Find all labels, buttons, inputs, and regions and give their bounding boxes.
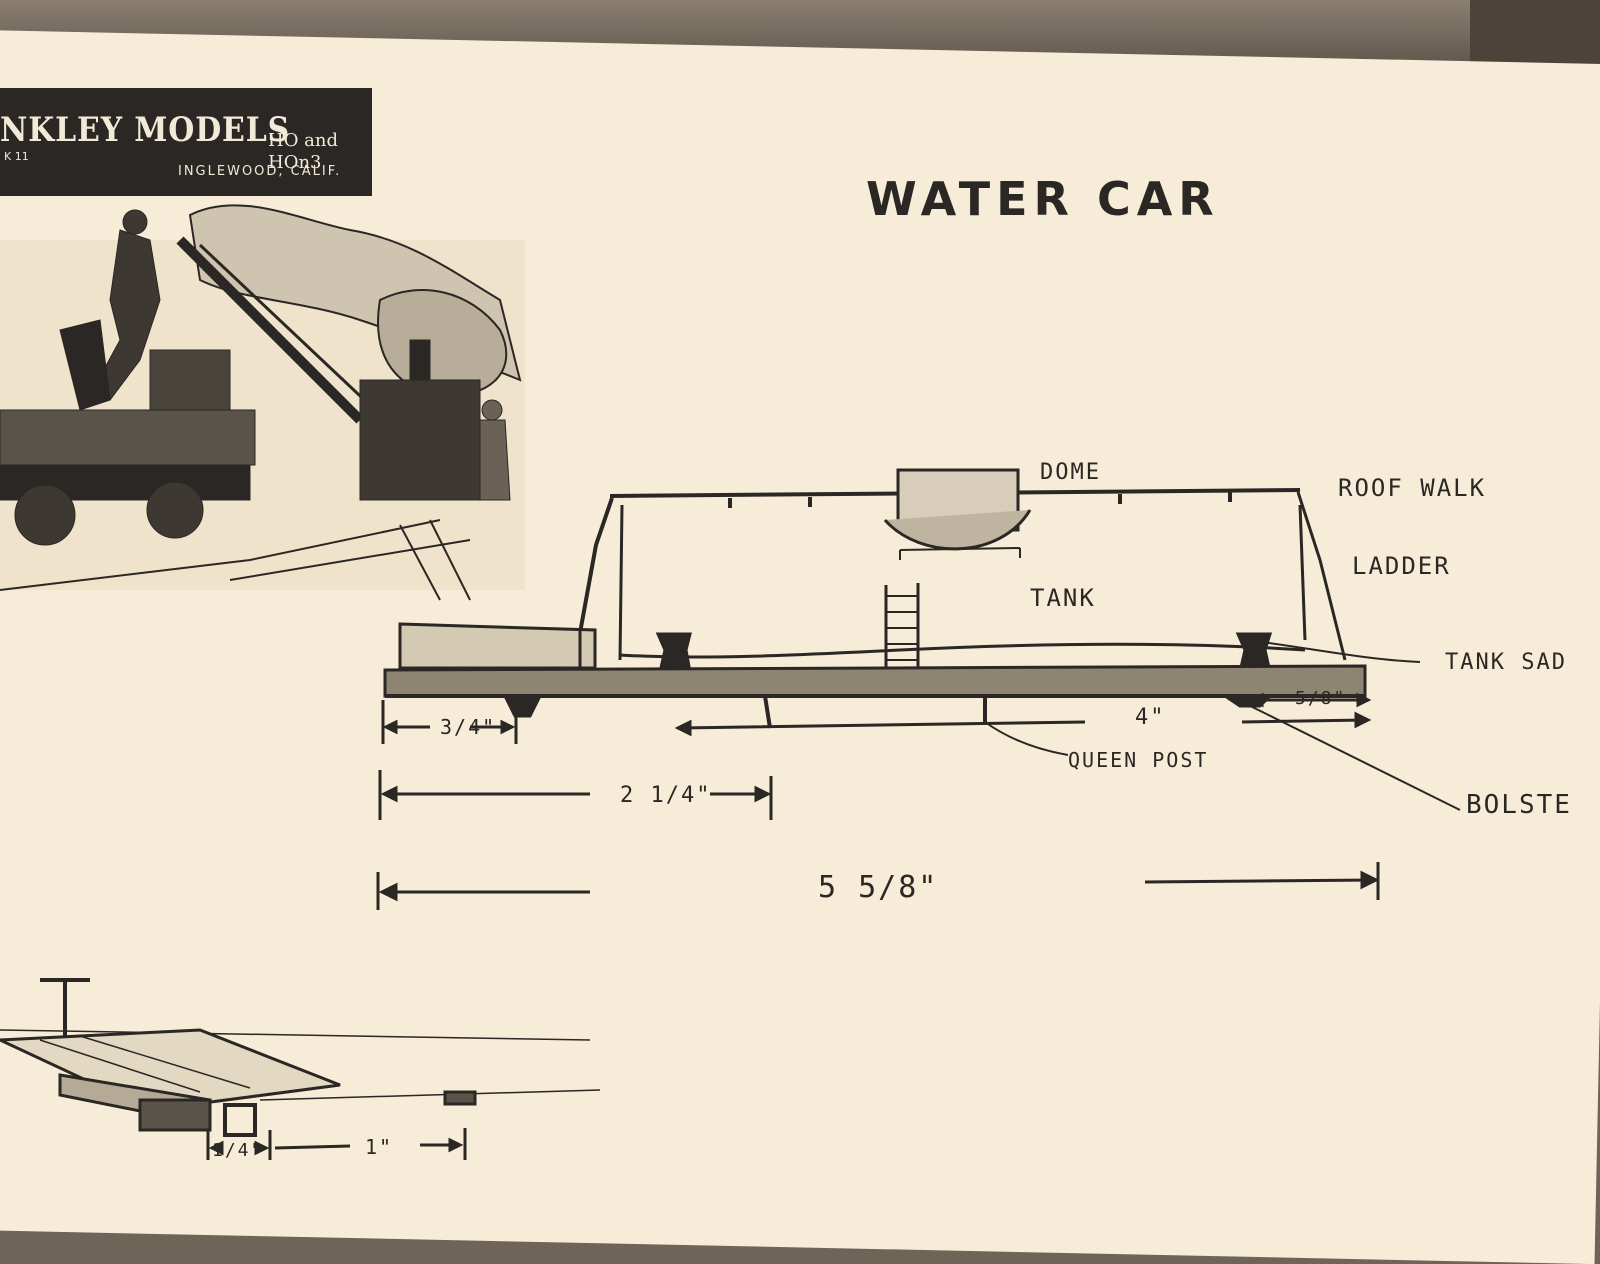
water-car-drawing (0, 204, 1461, 1160)
dimension-three-quarter: 3/4" (440, 715, 497, 739)
scale-line-2: HOn3 (268, 152, 322, 173)
dimension-one-bottom: 1" (365, 1135, 394, 1159)
flatcar-sketch (0, 978, 601, 1160)
brand-sub: K 11 (4, 150, 29, 163)
dimension-five-eighths: 5/8" (1295, 688, 1347, 709)
label-tank-saddle: TANK SAD (1445, 650, 1567, 675)
dimension-two-and-quarter: 2 1/4" (620, 783, 712, 808)
dimension-lines (376, 692, 1380, 910)
dimension-four: 4" (1135, 705, 1166, 730)
dimension-overall-length: 5 5/8" (818, 870, 939, 905)
brand-name: NKLEY MODELS (0, 110, 291, 150)
label-bolster: BOLSTE (1466, 790, 1572, 820)
brand-city: INGLEWOOD, CALIF. (178, 164, 342, 179)
label-dome: DOME (1040, 460, 1101, 485)
label-roof-walk: ROOF WALK (1338, 474, 1487, 502)
label-queen-post: QUEEN POST (1068, 748, 1209, 772)
brand-header: NKLEY MODELS K 11 HO and HOn3 INGLEWOOD,… (0, 88, 372, 196)
scale-line-1: HO and (268, 130, 339, 151)
dimension-quarter-bottom: 1/4" (212, 1140, 264, 1161)
crane-illustration (0, 204, 525, 601)
label-tank: TANK (1030, 584, 1096, 612)
diagram-title: WATER CAR (866, 172, 1220, 226)
car-elevation (383, 468, 1461, 811)
label-ladder: LADDER (1352, 552, 1451, 580)
